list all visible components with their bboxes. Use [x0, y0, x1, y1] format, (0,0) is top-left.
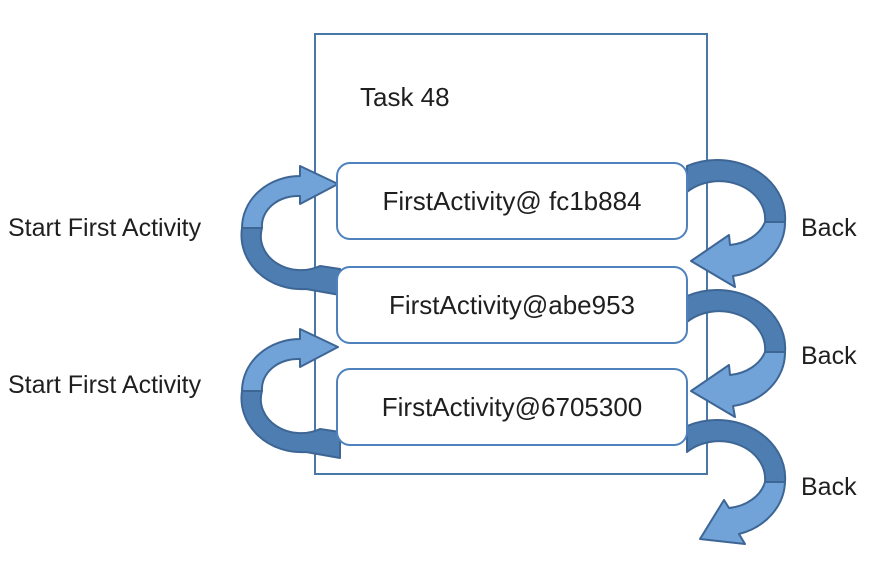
loop-arrow-light-band-with-head — [690, 351, 787, 418]
loop-arrow-dark-band — [686, 159, 787, 223]
back-label-3: Back — [801, 473, 857, 501]
loop-arrow-dark-band — [240, 227, 341, 296]
back-label-1: Back — [801, 214, 857, 242]
loop-arrow-light-band-with-head — [241, 328, 339, 392]
activity-box-3: FirstActivity@6705300 — [336, 368, 688, 446]
start-first-activity-label-2: Start First Activity — [8, 371, 202, 399]
activity-box-1-label: FirstActivity@ fc1b884 — [382, 185, 642, 216]
task-title: Task 48 — [360, 82, 450, 112]
loop-arrow-dark-band — [240, 390, 341, 459]
loop-arrow-dark-band — [686, 289, 787, 353]
activity-box-3-label: FirstActivity@6705300 — [381, 391, 643, 422]
activity-box-1: FirstActivity@ fc1b884 — [336, 162, 688, 240]
loop-arrow-light-band-with-head — [241, 165, 339, 229]
back-label-2: Back — [801, 342, 857, 370]
start-first-activity-label-1: Start First Activity — [8, 214, 202, 242]
loop-arrow-light-band-with-head — [690, 221, 787, 288]
loop-arrow-light-band-with-head — [699, 481, 786, 545]
back-loop-arrow-2 — [686, 289, 787, 418]
back-loop-arrow-3 — [686, 419, 787, 545]
loop-arrow-dark-band — [686, 419, 787, 483]
start-activity-loop-arrow-1 — [240, 165, 341, 296]
activity-box-2-label: FirstActivity@abe953 — [388, 289, 636, 320]
back-loop-arrow-1 — [686, 159, 787, 288]
start-activity-loop-arrow-2 — [240, 328, 341, 459]
activity-box-2: FirstActivity@abe953 — [336, 266, 688, 344]
